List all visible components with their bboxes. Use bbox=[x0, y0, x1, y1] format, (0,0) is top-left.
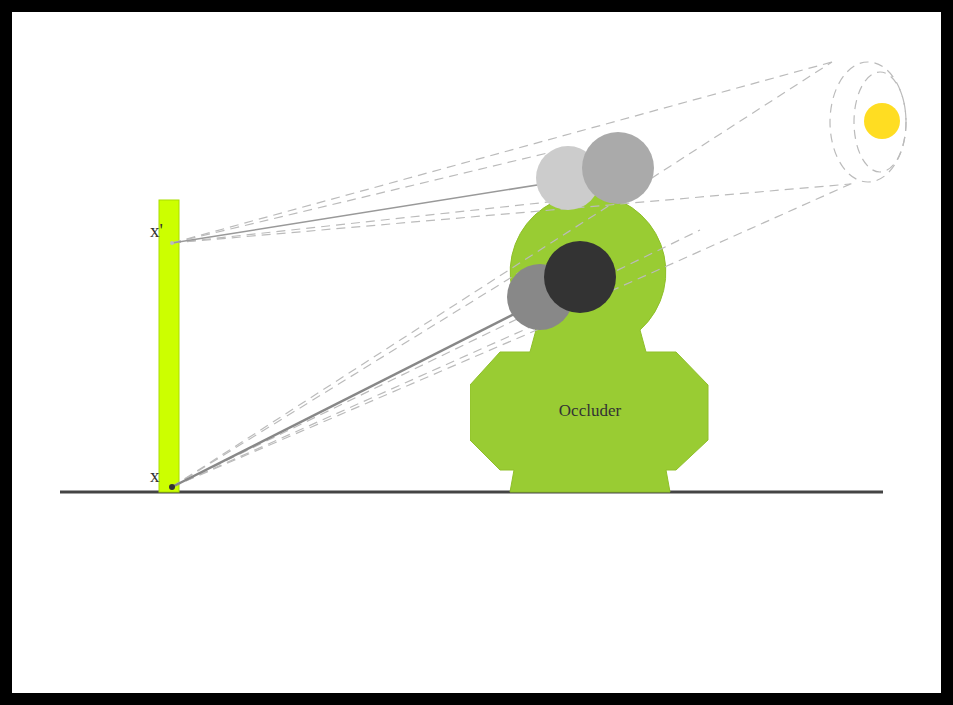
occluder-outline bbox=[470, 194, 710, 494]
light-rays bbox=[172, 62, 906, 487]
sample-ray bbox=[172, 182, 556, 243]
sample-point bbox=[170, 241, 174, 245]
ray-line bbox=[172, 150, 560, 243]
projected-sphere bbox=[536, 146, 600, 210]
projected-sphere bbox=[507, 264, 573, 330]
light-source bbox=[864, 103, 900, 139]
occluder-body bbox=[470, 194, 708, 492]
sample-point bbox=[169, 484, 175, 490]
ray-line bbox=[172, 182, 855, 487]
point-label: x' bbox=[150, 220, 163, 242]
node-label: Occluder bbox=[470, 401, 710, 421]
ray-line bbox=[172, 272, 520, 487]
light-area-outline bbox=[854, 72, 906, 172]
occluder-shape: Occluder bbox=[470, 194, 710, 494]
ray-line bbox=[172, 184, 850, 243]
projected-sphere bbox=[544, 241, 616, 313]
projected-sphere bbox=[582, 132, 654, 204]
canvas-area bbox=[12, 12, 941, 693]
ray-line bbox=[172, 320, 560, 487]
light-area-outline bbox=[830, 62, 906, 182]
ray-line bbox=[172, 198, 585, 243]
ground-line bbox=[60, 491, 883, 494]
sample-ray bbox=[172, 300, 542, 487]
ray-line bbox=[172, 62, 832, 487]
point-label: x bbox=[150, 465, 160, 487]
ray-line bbox=[172, 62, 832, 243]
receiver-bar bbox=[159, 200, 179, 492]
ray-line bbox=[172, 230, 700, 487]
